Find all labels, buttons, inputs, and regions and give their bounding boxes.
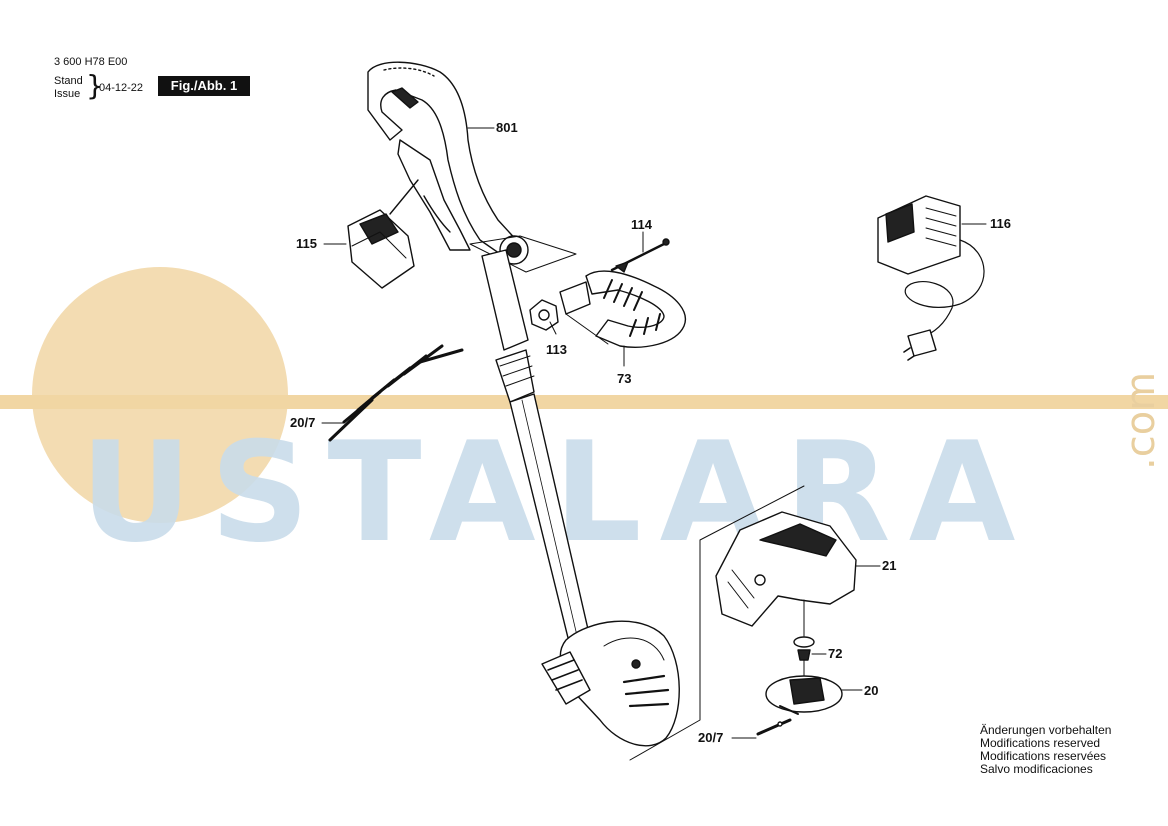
part-number-72: 72 [828, 646, 843, 661]
leader-lines [321, 127, 987, 739]
cutting-disc-drawing [765, 659, 843, 715]
stand-label: Stand [54, 75, 83, 87]
part-number-801: 801 [496, 120, 518, 135]
part-number-113: 113 [546, 342, 567, 357]
part-number-21: 21 [882, 558, 897, 573]
part-number-115: 115 [296, 236, 317, 251]
issue-date: 04-12-22 [99, 82, 144, 94]
part-number-114: 114 [631, 217, 652, 232]
auxiliary-handle-drawing [559, 270, 687, 348]
brace-symbol: } [86, 69, 104, 102]
document-number: 3 600 H78 E00 [54, 56, 128, 68]
figure-label: Fig./Abb. 1 [158, 76, 250, 96]
single-blade-drawing [756, 718, 792, 736]
note-spanish: Salvo modificaciones [980, 762, 1093, 776]
bolt-drawing [610, 238, 670, 273]
knob-drawing [529, 299, 559, 331]
note-english: Modifications reserved [980, 736, 1101, 750]
trimmer-head-drawing [541, 485, 805, 761]
part-number-73: 73 [617, 371, 632, 386]
issue-label: Issue [54, 88, 81, 100]
battery-drawing [347, 179, 419, 289]
part-number-20-7-single-blade: 20/7 [698, 730, 724, 745]
blade-set-drawing [328, 344, 464, 442]
note-french: Modifications reservées [980, 749, 1107, 763]
washer-drawing [793, 599, 815, 661]
watermark-band [0, 395, 1168, 409]
charger-drawing [877, 195, 985, 361]
part-number-20-7-blade-set: 20/7 [290, 415, 316, 430]
part-number-116: 116 [990, 216, 1011, 231]
part-number-20: 20 [864, 683, 879, 698]
guard-drawing [715, 511, 857, 627]
note-german: Änderungen vorbehalten [980, 723, 1112, 737]
